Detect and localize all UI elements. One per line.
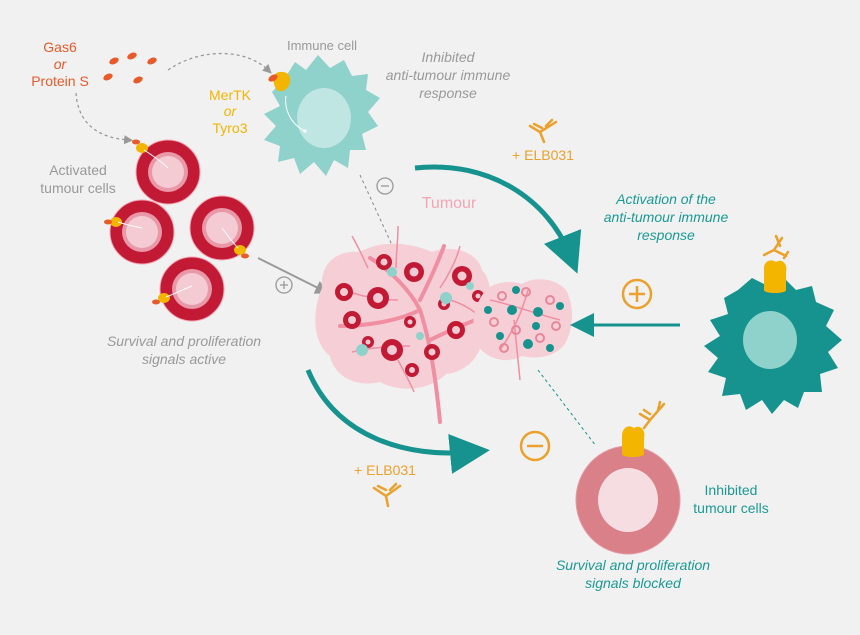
inhibited-response-label-2: anti-tumour immune	[386, 67, 511, 83]
or-label-2: or	[224, 103, 238, 119]
plus-small-icon	[275, 276, 293, 294]
tumour-cells-red	[335, 254, 484, 377]
survival-blocked-label-1: Survival and proliferation	[556, 557, 710, 573]
elb031-activation-arrow	[414, 164, 582, 274]
minus-small-icon	[376, 177, 394, 195]
mertk-receptor-icon	[268, 71, 291, 92]
activated-tumour-label-2: tumour cells	[40, 180, 115, 196]
tumour-immune-cells-light	[356, 267, 474, 356]
activated-tumour-cell	[135, 139, 201, 205]
tumour-mass-treated	[473, 279, 572, 381]
activation-label-3: response	[637, 227, 695, 243]
ligand-to-immune-dashed-arrow	[167, 52, 272, 74]
activation-label-2: anti-tumour immune	[604, 209, 729, 225]
activated-tumour-cell	[109, 199, 175, 265]
activated-tumour-cells	[104, 139, 255, 322]
survival-active-label-1: Survival and proliferation	[107, 333, 261, 349]
survival-active-label-2: signals active	[142, 351, 226, 367]
inhibited-tumour-label-1: Inhibited	[705, 482, 758, 498]
antibody-icon	[528, 118, 558, 144]
tumour-mass-active	[315, 225, 491, 424]
activation-label-1: Activation of the	[615, 191, 716, 207]
elb031-label-top: + ELB031	[512, 147, 574, 163]
antibody-icon	[372, 482, 402, 508]
survival-blocked-label-2: signals blocked	[585, 575, 682, 591]
immune-cell-activated	[704, 260, 842, 414]
immune-cell-label: Immune cell	[287, 38, 357, 53]
ligand-to-tumour-dashed-arrow	[75, 92, 134, 145]
elb031-inhibition-arrow	[305, 369, 490, 474]
mertk-label: MerTK	[209, 87, 252, 103]
antibody-icon	[638, 400, 666, 430]
tumour-label: Tumour	[422, 195, 477, 212]
inhibited-tumour-cell	[575, 426, 681, 555]
activated-tumour-cell	[159, 256, 225, 322]
plus-big-icon	[621, 278, 653, 310]
tyro3-label: Tyro3	[212, 120, 247, 136]
minus-big-icon	[519, 430, 551, 462]
protein-s-label: Protein S	[31, 73, 89, 89]
immune-inhibition-dashed-line	[359, 174, 393, 246]
or-label-1: or	[54, 56, 68, 72]
activated-tumour-label-1: Activated	[49, 162, 107, 178]
inhibited-response-label-1: Inhibited	[422, 49, 476, 65]
gas6-label: Gas6	[43, 39, 77, 55]
tumour-to-inhibited-dashed-line	[537, 369, 597, 447]
immune-cell-inhibited	[264, 55, 380, 176]
antibody-icon	[762, 234, 790, 260]
tumour-cells-to-tumour-arrow	[257, 257, 330, 294]
elb031-label-bottom: + ELB031	[354, 462, 416, 478]
inhibited-tumour-label-2: tumour cells	[693, 500, 768, 516]
inhibited-response-label-3: response	[419, 85, 477, 101]
gas6-ligand-particles	[103, 52, 157, 84]
